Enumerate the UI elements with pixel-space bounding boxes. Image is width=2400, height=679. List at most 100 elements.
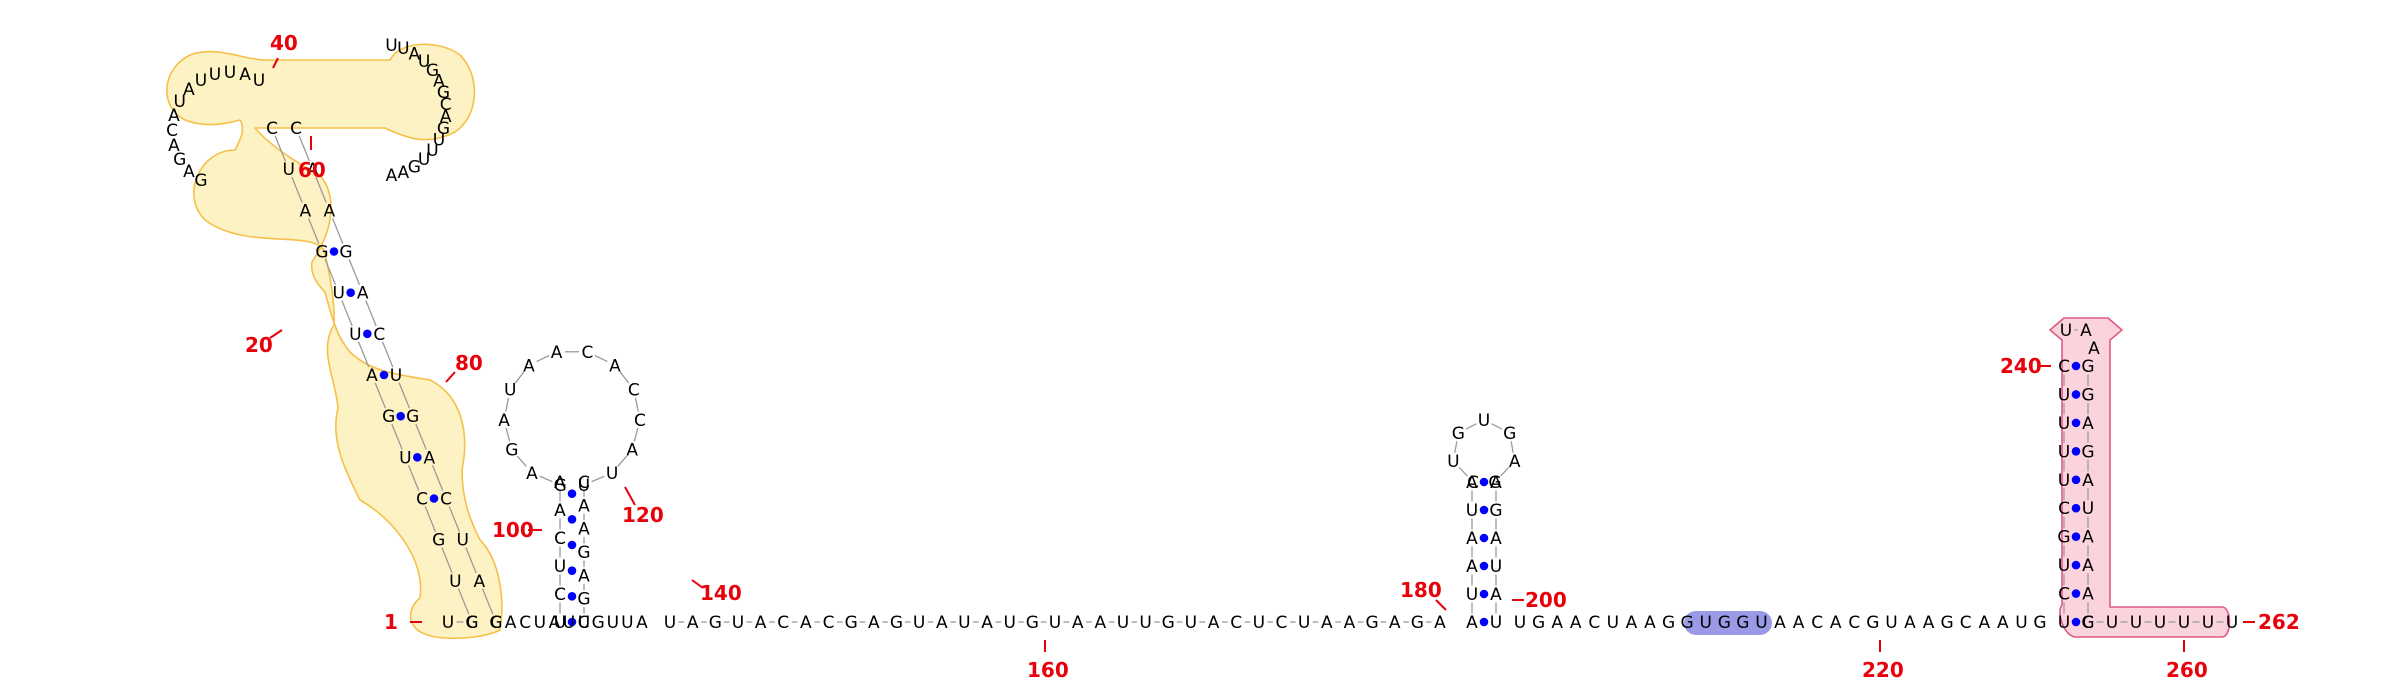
- domain1-right-strand-nt: U: [426, 141, 438, 161]
- hairpin-hp2-stem5-nt: A: [1466, 473, 1478, 493]
- run-3prime-tail-nt: U: [2178, 613, 2190, 633]
- label-260: 260: [2166, 658, 2208, 679]
- hairpin-hp2-dot: [1479, 533, 1489, 543]
- hairpin-hp1-stem5-nt: C: [554, 585, 566, 605]
- hairpin-hp3-stem5-nt: C: [2058, 357, 2070, 377]
- label-160: 160: [1027, 658, 1069, 679]
- hairpin-hp3-highlight: [2049, 317, 2231, 638]
- run-5prime-c-nt: G: [709, 613, 722, 633]
- run-mid-nt: U: [1885, 613, 1897, 633]
- domain1-highlight: [166, 43, 503, 640]
- domain1-right-strand-nt: U: [418, 52, 430, 72]
- label-120: 120: [622, 503, 664, 527]
- domain1-stem-dot: [396, 411, 405, 421]
- domain1-left-strand-nt: A: [168, 106, 180, 126]
- domain1-right-strand-nt: G: [408, 157, 421, 177]
- label-262: 262: [2258, 610, 2300, 634]
- domain1-stem-right-link: [348, 259, 361, 286]
- domain1-stem-right-link: [298, 135, 311, 162]
- run-mid-nt: C: [1960, 613, 1972, 633]
- hairpin-hp1-loop-link: [514, 371, 525, 384]
- domain1-stem-right-nt: A: [474, 572, 486, 592]
- position-numbers: 1 20 40 60 80 100 120 140 160 180 200 22…: [245, 31, 2300, 679]
- domain1-stem-right-link: [481, 588, 494, 615]
- run-5prime-c-nt: U: [1049, 613, 1061, 633]
- domain1-stem-right-link: [431, 464, 444, 491]
- domain1-right-strand-nt: A: [386, 166, 398, 186]
- domain1-right-strand-nt: A: [409, 45, 421, 65]
- hairpin-hp3-stem5-nt: U: [2058, 442, 2070, 462]
- run-mid-nt: A: [1997, 613, 2009, 633]
- run-mid-nt: A: [1570, 613, 1582, 633]
- run-5prime-c-nt: U: [732, 613, 744, 633]
- hairpin-hp1-loop-nt: U: [504, 381, 516, 401]
- run-5prime-b-nt: A: [636, 613, 648, 633]
- run-5prime-c-nt: G: [1162, 613, 1175, 633]
- run-5prime-c-nt: A: [981, 613, 993, 633]
- run-5prime-c-nt: C: [823, 613, 835, 633]
- domain1-stem-left-nt: U: [399, 448, 411, 468]
- hairpin-hp1-stem3-nt: G: [577, 590, 590, 610]
- hairpin-hp3-stem3-nt: G: [2081, 442, 2094, 462]
- run-mid-nt: G: [1681, 613, 1694, 633]
- hairpin-hp3-stem5-nt: U: [2058, 556, 2070, 576]
- tick-140: [691, 579, 704, 589]
- hairpin-hp1-loop-nt: C: [634, 411, 646, 431]
- run-5prime-c-nt: G: [1365, 613, 1378, 633]
- hairpin-hp1-stem5-nt: A: [554, 501, 566, 521]
- run-5prime-c-nt: A: [868, 613, 880, 633]
- hairpin-hp2-loop-nt: A: [1509, 452, 1521, 472]
- run-mid-nt: U: [1514, 613, 1526, 633]
- hairpin-hp1-stem5-nt: U: [554, 557, 566, 577]
- hairpin-hp1-stem5-nt: U: [554, 613, 566, 633]
- domain1-stem-right-nt: A: [424, 448, 436, 468]
- label-200: 200: [1525, 588, 1567, 612]
- domain1-left-strand-nt: A: [183, 162, 195, 182]
- run-5prime-c-nt: A: [1434, 613, 1446, 633]
- label-40: 40: [270, 31, 298, 55]
- hairpin-hp3-stem5-nt: U: [2058, 613, 2070, 633]
- domain1-stem-left-nt: C: [266, 119, 278, 139]
- domain1-stem-dot: [379, 370, 389, 380]
- hairpin-hp3-dot: [2071, 475, 2081, 485]
- hairpin-hp3-dot: [2071, 532, 2081, 541]
- run-5prime-c-nt: U: [664, 613, 676, 633]
- domain1-stem-left-nt: C: [466, 613, 478, 633]
- hairpin-hp1-dot: [567, 540, 577, 550]
- hairpin-hp3-stem3-nt: U: [2082, 499, 2094, 519]
- run-5prime-c-nt: U: [958, 613, 970, 633]
- hairpin-hp2-dot: [1479, 617, 1489, 627]
- base-pair-dots: [329, 247, 2081, 627]
- hairpin-hp3-dot: [2071, 447, 2081, 456]
- domain1-stem-left-nt: U: [449, 572, 461, 592]
- domain1-right-strand-nt: G: [437, 119, 450, 139]
- domain1-right-strand-nt: C: [440, 95, 452, 115]
- domain1-left-strand-nt: U: [253, 71, 265, 91]
- domain1-stem-right-link: [415, 423, 427, 450]
- domain1-left-strand-nt: A: [239, 65, 251, 85]
- hairpin-hp3-dot: [2071, 361, 2081, 371]
- domain1-right-strand-nt: U: [433, 131, 445, 151]
- hairpin-hp1-loop-nt: A: [609, 356, 621, 376]
- hairpin-hp1-loop-link: [594, 354, 608, 363]
- run-5prime-c-nt: U: [1139, 613, 1151, 633]
- hairpin-hp1-dot: [567, 592, 577, 601]
- hairpin-hp1-loop-nt: U: [578, 476, 590, 496]
- run-5prime-b-nt: A: [549, 613, 561, 633]
- tick-120: [624, 486, 636, 506]
- hairpin-hp1-stem3-nt: G: [577, 543, 590, 563]
- run-3prime-tail-nt: U: [2154, 613, 2166, 633]
- hairpin-hp1-stem3-nt: A: [578, 496, 590, 516]
- run-mid-nt: G: [1866, 613, 1879, 633]
- domain1-right-strand-nt: A: [433, 71, 445, 91]
- hairpin-hp3-stem3-nt: A: [2082, 556, 2094, 576]
- domain1-left-strand-nt: U: [224, 63, 236, 83]
- hairpin-hp1-dot: [567, 515, 577, 524]
- hairpin-hp3-dot: [2071, 560, 2081, 570]
- domain1-stem-left-nt: A: [300, 201, 312, 221]
- domain1-stem-left-nt: U: [349, 325, 361, 345]
- run-5prime-c-nt: C: [1276, 613, 1288, 633]
- run-5prime-b-nt: A: [505, 613, 517, 633]
- run-5prime-c-nt: A: [936, 613, 948, 633]
